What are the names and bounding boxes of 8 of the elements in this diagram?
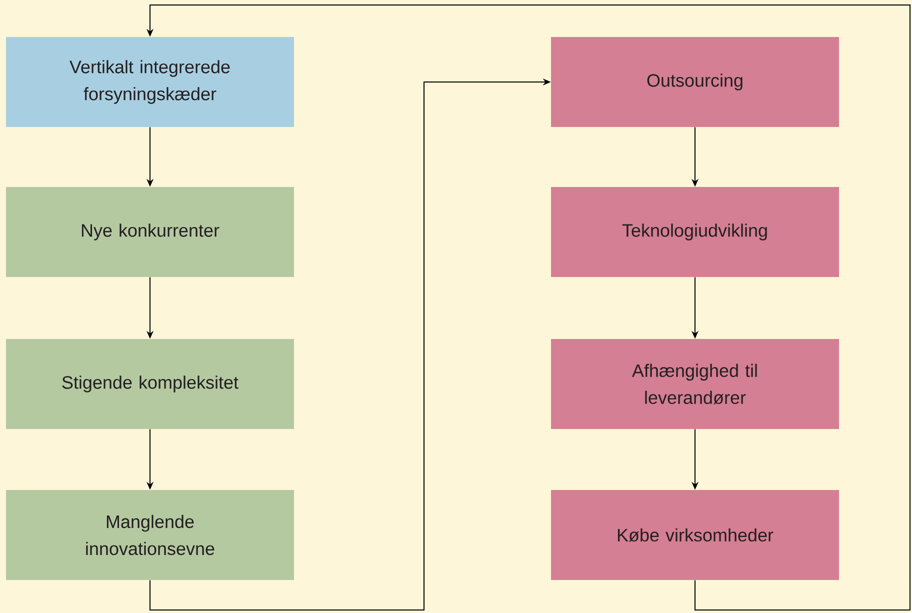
process-box: Afhængighed til leverandører xyxy=(551,339,839,429)
process-box: Outsourcing xyxy=(551,37,839,127)
process-box: Manglende innovationsevne xyxy=(6,490,294,580)
process-box: Vertikalt integrerede forsyningskæder xyxy=(6,37,294,127)
process-box: Nye konkurrenter xyxy=(6,187,294,277)
process-box: Stigende kompleksitet xyxy=(6,339,294,429)
process-box: Købe virksomheder xyxy=(551,490,839,580)
process-box: Teknologiudvikling xyxy=(551,187,839,277)
